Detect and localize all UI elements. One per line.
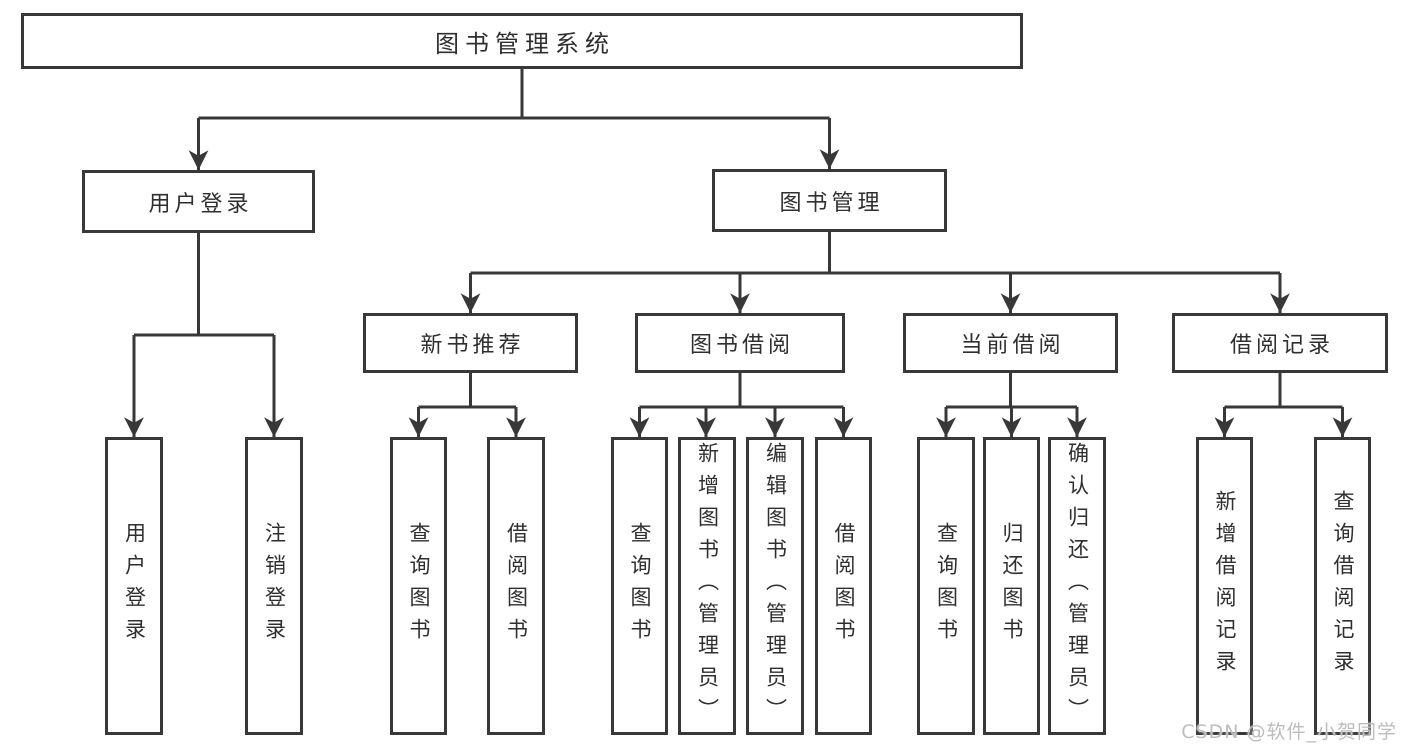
leaf-add-book-admin: 新增图书（管理员） — [678, 437, 736, 735]
node-new-book-recommend: 新书推荐 — [363, 313, 578, 373]
leaf-query-books-current: 查询图书 — [917, 437, 975, 735]
leaf-query-books-borrow: 查询图书 — [611, 437, 668, 735]
node-current-borrow: 当前借阅 — [903, 313, 1118, 373]
node-book-management: 图书管理 — [712, 169, 947, 232]
node-book-borrow: 图书借阅 — [635, 313, 845, 373]
leaf-confirm-return-admin: 确认归还（管理员） — [1048, 437, 1106, 735]
leaf-borrow-books-recommend: 借阅图书 — [487, 437, 545, 735]
node-user-login: 用户登录 — [82, 170, 315, 233]
connector-current-borrow-to-leaves — [936, 373, 1087, 437]
leaf-query-books-recommend: 查询图书 — [390, 437, 447, 735]
connector-new-book-recommend-to-leaves — [408, 373, 526, 437]
connector-user-login-to-leaves — [124, 233, 284, 437]
leaf-logout: 注销登录 — [245, 437, 303, 735]
connector-borrow-records-to-leaves — [1214, 373, 1353, 437]
leaf-edit-book-admin: 编辑图书（管理员） — [746, 437, 804, 735]
leaf-user-login: 用户登录 — [105, 437, 163, 735]
leaf-return-book: 归还图书 — [983, 437, 1040, 735]
connector-book-management-to-level3 — [460, 232, 1290, 313]
node-borrow-records: 借阅记录 — [1172, 313, 1388, 373]
leaf-query-borrow-record: 查询借阅记录 — [1314, 437, 1371, 735]
node-root: 图书管理系统 — [21, 13, 1023, 69]
connector-root-to-level2 — [188, 69, 840, 170]
leaf-borrow-books: 借阅图书 — [815, 437, 872, 735]
connector-book-borrow-to-leaves — [629, 373, 854, 437]
leaf-add-borrow-record: 新增借阅记录 — [1196, 437, 1253, 735]
